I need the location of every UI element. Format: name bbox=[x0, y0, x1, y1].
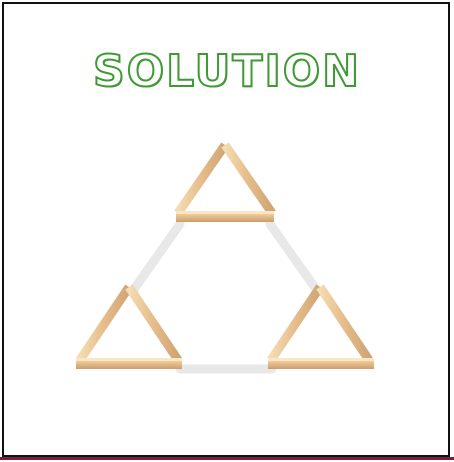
ghost-stick-left bbox=[132, 224, 180, 292]
stick bbox=[225, 145, 272, 213]
stick bbox=[271, 287, 320, 360]
stick bbox=[320, 287, 369, 360]
left-triangle bbox=[76, 287, 182, 369]
removed-sticks bbox=[132, 224, 318, 369]
stick bbox=[178, 145, 225, 213]
top-triangle bbox=[176, 145, 274, 222]
ghost-stick-right bbox=[270, 224, 318, 292]
stick bbox=[80, 287, 129, 360]
bottom-rule bbox=[0, 457, 454, 460]
stick bbox=[129, 287, 178, 360]
right-triangle bbox=[268, 287, 374, 369]
